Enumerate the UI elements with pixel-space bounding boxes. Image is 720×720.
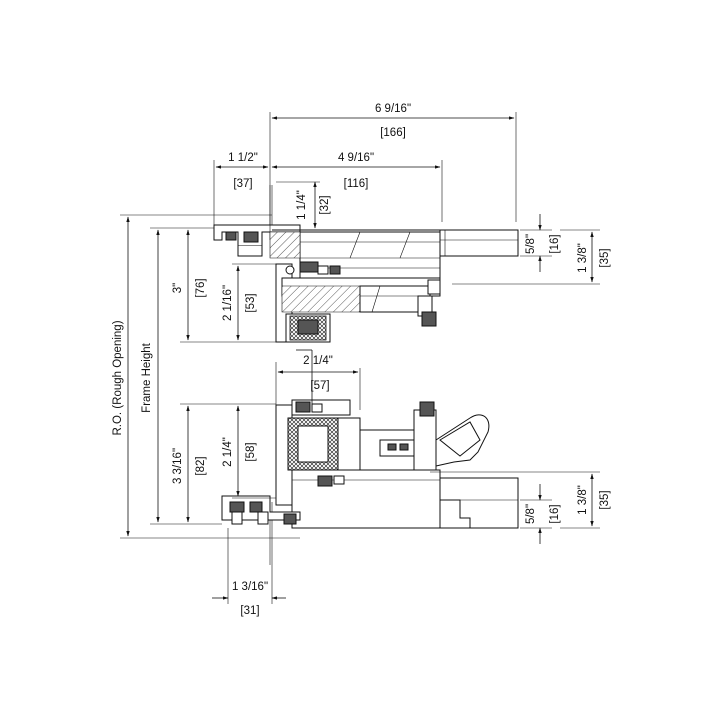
sill-gap-bottom-imperial: 5/8"	[525, 504, 537, 524]
sill-section	[221, 399, 519, 565]
sill-inner-imperial: 2 1/4"	[222, 437, 234, 467]
top-flange-imperial: 1 1/4"	[296, 190, 308, 220]
sill-gap-total-imperial: 1 3/8"	[577, 485, 589, 515]
bottom-offset-imperial: 1 3/16"	[232, 581, 268, 593]
dimension-labels: 6 9/16" [166] 1 1/2" [37] 4 9/16" [116] …	[112, 103, 611, 617]
overall-width-metric: [166]	[380, 127, 406, 139]
jamb-depth-metric: [116]	[344, 178, 369, 190]
left-offset-imperial: 1 1/2"	[228, 152, 258, 164]
sill-gap-bottom-metric: [16]	[549, 504, 561, 523]
head-inner-metric: [53]	[245, 293, 257, 312]
head-height-imperial: 3"	[172, 283, 184, 293]
head-gap-top-metric: [16]	[549, 234, 561, 253]
head-section	[213, 185, 519, 343]
bottom-offset-metric: [31]	[240, 605, 259, 617]
jamb-depth-imperial: 4 9/16"	[338, 152, 374, 164]
mid-width-metric: [57]	[310, 380, 329, 392]
sill-inner-metric: [58]	[245, 442, 257, 461]
head-gap-total-metric: [35]	[599, 248, 611, 267]
left-offset-metric: [37]	[233, 178, 252, 190]
sill-height-imperial: 3 3/16"	[172, 448, 184, 484]
frame-height-label: Frame Height	[141, 342, 153, 412]
sill-gap-total-metric: [35]	[599, 490, 611, 509]
head-inner-imperial: 2 1/16"	[222, 285, 234, 321]
overall-width-imperial: 6 9/16"	[375, 103, 411, 115]
mid-width-imperial: 2 1/4"	[303, 355, 333, 367]
rough-opening-label: R.O. (Rough Opening)	[112, 320, 124, 435]
dimension-lines	[120, 112, 600, 604]
head-gap-top-imperial: 5/8"	[525, 234, 537, 254]
head-gap-total-imperial: 1 3/8"	[577, 243, 589, 273]
head-height-metric: [76]	[195, 278, 207, 297]
top-flange-metric: [32]	[319, 195, 331, 214]
sill-height-metric: [82]	[195, 456, 207, 475]
